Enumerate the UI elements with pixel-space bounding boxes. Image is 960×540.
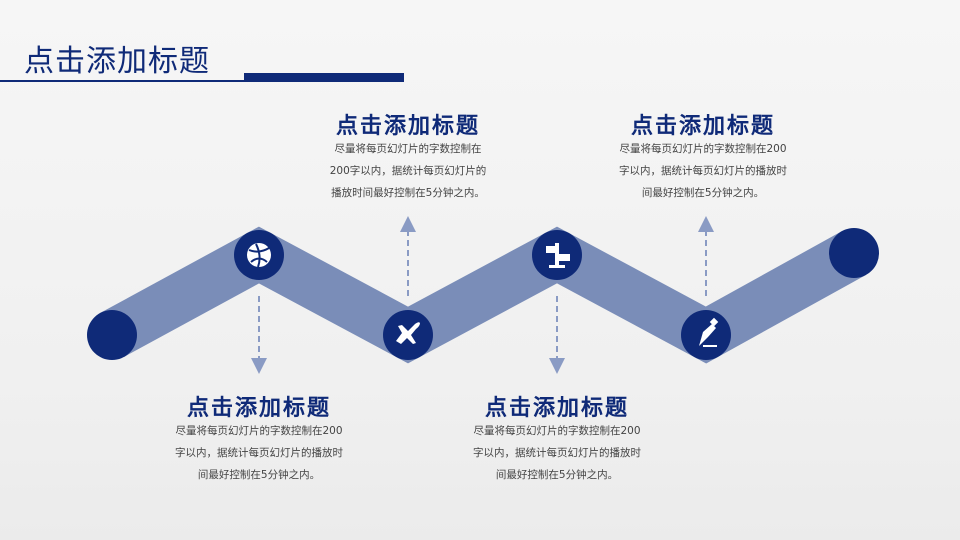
page-title: 点击添加标题 — [24, 44, 210, 79]
step-desc-line: 间最好控制在5分钟之内。 — [641, 187, 765, 199]
step-desc-line: 字以内，据统计每页幻灯片的播放时 — [619, 165, 787, 177]
step-title: 点击添加标题 — [484, 396, 629, 421]
step-desc-line: 字以内，据统计每页幻灯片的播放时 — [175, 447, 343, 459]
title-underline — [0, 80, 246, 82]
step-desc-line: 200字以内，据统计每页幻灯片的 — [329, 165, 487, 177]
end-node — [829, 228, 879, 278]
step-title: 点击添加标题 — [630, 114, 775, 139]
airplane-icon — [396, 322, 420, 344]
signpost-icon — [546, 243, 570, 268]
step-desc-line: 尽量将每页幻灯片的字数控制在200 — [473, 425, 641, 437]
step-desc-line: 尽量将每页幻灯片的字数控制在200 — [175, 425, 343, 437]
step-desc-line: 间最好控制在5分钟之内。 — [197, 469, 321, 481]
step-desc-line: 尽量将每页幻灯片的字数控制在200 — [619, 143, 787, 155]
step-2-text: 点击添加标题 尽量将每页幻灯片的字数控制在200 字以内，据统计每页幻灯片的播放… — [149, 390, 369, 486]
step-desc-line: 字以内，据统计每页幻灯片的播放时 — [473, 447, 641, 459]
title-accent-bar — [244, 73, 404, 82]
basketball-icon — [247, 243, 271, 268]
step-4-text: 点击添加标题 尽量将每页幻灯片的字数控制在200 字以内，据统计每页幻灯片的播放… — [593, 108, 813, 204]
pen-icon — [699, 317, 719, 347]
step-title: 点击添加标题 — [186, 396, 331, 421]
step-desc-line: 尽量将每页幻灯片的字数控制在 — [334, 143, 482, 155]
node-4 — [681, 310, 731, 360]
step-3-text: 点击添加标题 尽量将每页幻灯片的字数控制在200 字以内，据统计每页幻灯片的播放… — [447, 390, 667, 486]
step-title: 点击添加标题 — [335, 114, 480, 139]
zigzag-band — [100, 226, 867, 364]
step-1-text: 点击添加标题 尽量将每页幻灯片的字数控制在 200字以内，据统计每页幻灯片的 播… — [298, 108, 518, 204]
step-desc-line: 播放时间最好控制在5分钟之内。 — [331, 187, 485, 199]
node-1 — [234, 230, 284, 280]
step-desc-line: 间最好控制在5分钟之内。 — [495, 469, 619, 481]
node-3 — [532, 230, 582, 280]
start-node — [87, 310, 137, 360]
node-2 — [383, 310, 433, 360]
